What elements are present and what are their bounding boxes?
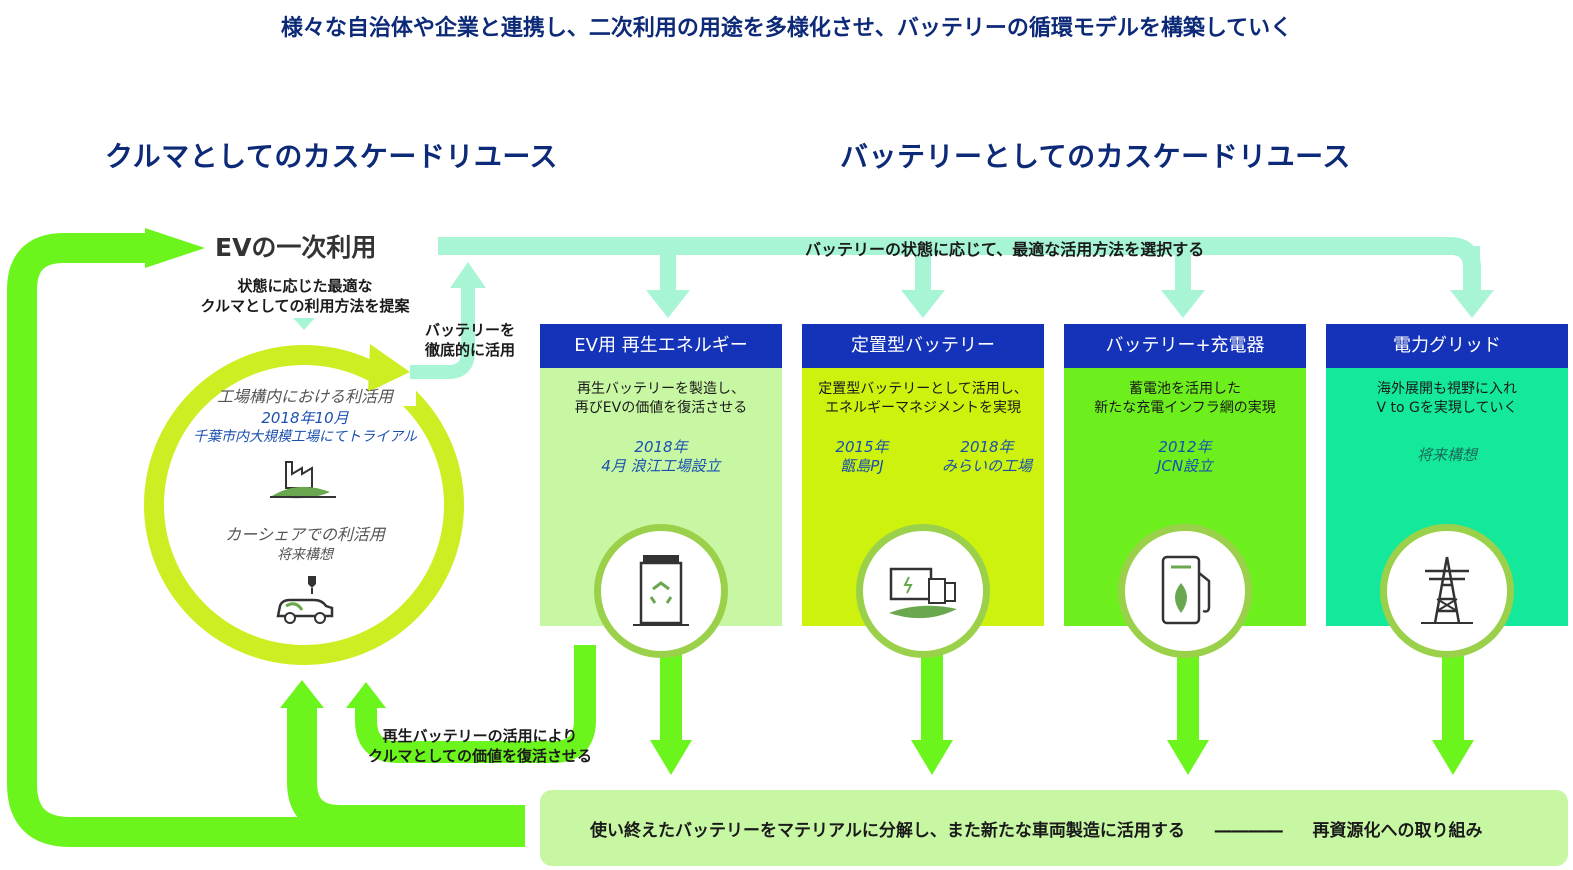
card-year-sub: 甑島PJ <box>840 457 884 475</box>
card-desc-line1: 定置型バッテリーとして活用し、 <box>818 381 1028 397</box>
page-title: 様々な自治体や企業と連携し、二次利用の用途を多様化させ、バッテリーの循環モデルを… <box>280 16 1293 41</box>
card-desc-line1: 再生バッテリーを製造し、 <box>577 381 745 397</box>
battery-use-line1: バッテリーを <box>424 321 515 339</box>
card-desc-line2: エネルギーマネジメントを実現 <box>825 400 1021 416</box>
bottom-bar-message: 使い終えたバッテリーをマテリアルに分解し、また新たな車両製造に活用する <box>590 821 1185 841</box>
factory-use-date: 2018年10月 <box>261 409 349 427</box>
card-year-sub: 4月 浪江工場設立 <box>601 457 721 475</box>
carshare-title: カーシェアでの利活用 <box>225 525 385 544</box>
car-cascade-heading: クルマとしてのカスケードリユース <box>105 140 558 173</box>
factory-use-block: 工場構内における利活用 2018年10月 千葉市内大規模工場にてトライアル <box>180 386 430 447</box>
card-desc-line1: 海外展開も視野に入れ <box>1377 381 1517 397</box>
bottom-bar-tag: 再資源化への取り組み <box>1312 821 1483 841</box>
battery-cascade-heading: バッテリーとしてのカスケードリユース <box>840 140 1351 173</box>
card-year: 将来構想 <box>1326 446 1568 465</box>
card-title: 定置型バッテリー <box>802 324 1044 368</box>
revive-text: 再生バッテリーの活用により クルマとしての価値を復活させる <box>345 726 615 766</box>
card-year-2: 2018年 みらいの工場 <box>932 438 1042 476</box>
card-battery-charger: バッテリー+充電器 蓄電池を活用した 新たな充電インフラ網の実現 2012年 J… <box>1064 324 1306 658</box>
battery-use-arrowhead <box>450 262 486 288</box>
inner-return-arrow <box>287 705 525 835</box>
card-year-label: 2015年 <box>835 438 889 456</box>
card-ev-renewable: EV用 再生エネルギー 再生バッテリーを製造し、 再びEVの価値を復活させる 2… <box>540 324 782 658</box>
card-title: 電力グリッド <box>1326 324 1568 368</box>
card-body: 蓄電池を活用した 新たな充電インフラ網の実現 2012年 JCN設立 <box>1064 368 1306 658</box>
card-desc-line1: 蓄電池を活用した <box>1129 381 1241 397</box>
card-icon-circle <box>856 524 990 658</box>
outer-loop-arrowhead <box>145 228 205 268</box>
ev-proposal-line1: 状態に応じた最適な <box>237 277 373 295</box>
cycle-ring-arrowhead <box>368 344 410 392</box>
power-tower-icon <box>1421 556 1473 624</box>
revive-arrow <box>355 645 596 763</box>
revive-arrowhead <box>346 682 386 708</box>
bottom-bar-text: 使い終えたバッテリーをマテリアルに分解し、また新たな車両製造に活用する ――――… <box>590 816 1483 841</box>
revive-line2: クルマとしての価値を復活させる <box>367 747 593 765</box>
revive-line1: 再生バッテリーの活用により <box>382 727 578 745</box>
card-title: バッテリー+充電器 <box>1064 324 1306 368</box>
card-year-1: 2015年 甑島PJ <box>812 438 912 476</box>
card-desc-line2: V to Gを実現していく <box>1376 400 1518 416</box>
bottom-bar-bg <box>540 790 1568 866</box>
carshare-status: 将来構想 <box>277 547 333 563</box>
card-desc: 定置型バッテリーとして活用し、 エネルギーマネジメントを実現 <box>802 380 1044 418</box>
card-desc: 海外展開も視野に入れ V to Gを実現していく <box>1326 380 1568 418</box>
ev-proposal-text: 状態に応じた最適な クルマとしての利用方法を提案 <box>170 276 440 316</box>
factory-use-place: 千葉市内大規模工場にてトライアル <box>193 429 417 445</box>
card-desc: 蓄電池を活用した 新たな充電インフラ網の実現 <box>1064 380 1306 418</box>
factory-icon <box>270 461 336 499</box>
bottom-bar-dash: ―――― <box>1214 821 1283 841</box>
devices-leaf-icon <box>889 567 957 619</box>
card-icon-circle <box>1380 524 1514 658</box>
factory-use-title: 工場構内における利活用 <box>216 387 393 406</box>
card-desc-line2: 新たな充電インフラ網の実現 <box>1094 400 1276 416</box>
card-desc: 再生バッテリーを製造し、 再びEVの価値を復活させる <box>540 380 782 418</box>
carshare-block: カーシェアでの利活用 将来構想 <box>180 524 430 565</box>
proposal-down-arrow <box>293 318 315 330</box>
card-year-label: 将来構想 <box>1416 446 1477 464</box>
inner-return-arrowhead <box>280 680 324 708</box>
card-body: 再生バッテリーを製造し、 再びEVの価値を復活させる 2018年 4月 浪江工場… <box>540 368 782 658</box>
battery-use-text: バッテリーを 徹底的に活用 <box>410 320 530 360</box>
card-body: 定置型バッテリーとして活用し、 エネルギーマネジメントを実現 2015年 甑島P… <box>802 368 1044 658</box>
charging-station-icon <box>1161 555 1211 625</box>
ev-proposal-line2: クルマとしての利用方法を提案 <box>200 297 410 315</box>
card-desc-line2: 再びEVの価値を復活させる <box>574 400 748 416</box>
ev-car-icon <box>276 576 334 624</box>
recycle-down-arrows <box>650 635 1474 775</box>
card-title: EV用 再生エネルギー <box>540 324 782 368</box>
card-year-label: 2012年 <box>1158 438 1212 456</box>
card-year-sub: JCN設立 <box>1156 457 1214 475</box>
card-year-label: 2018年 <box>960 438 1014 456</box>
card-power-grid: 電力グリッド 海外展開も視野に入れ V to Gを実現していく 将来構想 <box>1326 324 1568 658</box>
outer-return-loop <box>7 233 525 847</box>
battery-use-arrow <box>410 285 475 379</box>
ev-primary-title: EVの一次利用 <box>215 233 377 262</box>
card-year-label: 2018年 <box>634 438 688 456</box>
card-stationary-battery: 定置型バッテリー 定置型バッテリーとして活用し、 エネルギーマネジメントを実現 … <box>802 324 1044 658</box>
card-year-sub: みらいの工場 <box>941 457 1032 475</box>
card-icon-circle <box>594 524 728 658</box>
select-drop-arrows <box>646 246 1494 318</box>
recycle-bin-icon <box>633 555 689 626</box>
card-body: 海外展開も視野に入れ V to Gを実現していく 将来構想 <box>1326 368 1568 658</box>
reuse-cycle-ring <box>144 345 464 665</box>
battery-use-line2: 徹底的に活用 <box>424 341 515 359</box>
card-icon-circle <box>1118 524 1252 658</box>
card-year: 2018年 4月 浪江工場設立 <box>540 438 782 476</box>
card-year: 2012年 JCN設立 <box>1064 438 1306 476</box>
select-banner-text: バッテリーの状態に応じて、最適な活用方法を選択する <box>805 240 1205 259</box>
